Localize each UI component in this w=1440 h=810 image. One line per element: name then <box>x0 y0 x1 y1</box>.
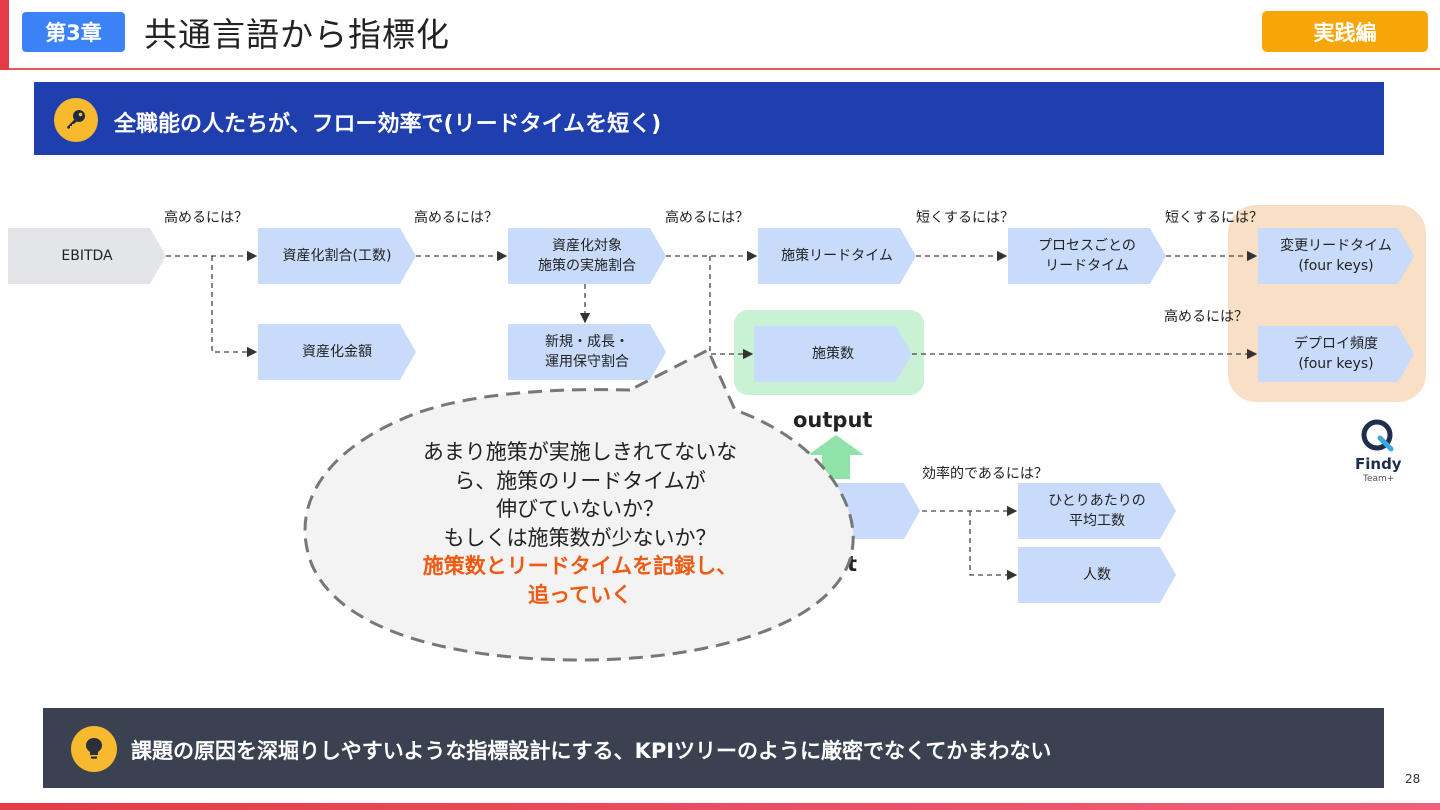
node-capitalized-amount: 資産化金額 <box>258 324 416 380</box>
bubble-line: ら、施策のリードタイムが <box>454 468 706 493</box>
question-label: 効率的であるには？ <box>922 466 1048 482</box>
output-label: output <box>793 408 873 432</box>
findy-logo-subtext: Team+ <box>1363 474 1395 484</box>
banner-text: 全職能の人たちが、フロー効率で(リードタイムを短く) <box>114 112 662 137</box>
bubble-line: もしくは施策数が少ないか？ <box>443 525 717 550</box>
node-new-growth-ops: 新規・成長・運用保守割合 <box>508 324 666 380</box>
bubble-emphasis: 施策数とリードタイムを記録し、 <box>422 554 738 578</box>
footer-bar <box>0 803 1440 810</box>
practice-badge: 実践編 <box>1262 11 1428 52</box>
bubble-line: 伸びていないか？ <box>496 497 664 521</box>
node-ebitda: EBITDA <box>8 228 166 284</box>
node-change-leadtime: 変更リードタイム(four keys) <box>1258 228 1414 284</box>
header-divider <box>9 68 1440 70</box>
bubble-emphasis: 追っていく <box>528 582 632 607</box>
accent-bar <box>0 0 9 70</box>
summary-text: 課題の原因を深堀りしやすいような指標設計にする、KPIツリーのように厳密でなくて… <box>131 739 1052 763</box>
bubble-text: あまり施策が実施しきれてないな ら、施策のリードタイムが 伸びていないか？ もし… <box>380 438 780 609</box>
question-label: 短くするには？ <box>1165 210 1263 226</box>
question-label: 高めるには？ <box>164 210 248 226</box>
question-label: 短くするには？ <box>916 210 1014 226</box>
chapter-badge: 第3章 <box>22 12 125 52</box>
summary-banner <box>43 708 1384 788</box>
question-label: 高めるには？ <box>665 210 749 226</box>
node-avg-effort-per-person: ひとりあたりの平均工数 <box>1018 483 1176 539</box>
node-initiative-count: 施策数 <box>754 326 912 382</box>
key-icon <box>54 98 98 142</box>
node-capitalizable-initiatives: 資産化対象施策の実施割合 <box>508 228 666 284</box>
question-label: 高めるには？ <box>414 210 498 226</box>
key-message-banner <box>34 82 1384 155</box>
node-process-leadtime: プロセスごとのリードタイム <box>1008 228 1166 284</box>
lightbulb-icon <box>71 726 117 772</box>
page-title: 共通言語から指標化 <box>144 15 450 54</box>
question-label: 高めるには？ <box>1164 309 1248 325</box>
findy-logo-icon <box>1361 419 1394 452</box>
node-deploy-frequency: デプロイ頻度(four keys) <box>1258 326 1414 382</box>
findy-logo-text: Findy <box>1355 455 1402 473</box>
node-headcount: 人数 <box>1018 547 1176 603</box>
node-initiative-leadtime: 施策リードタイム <box>758 228 916 284</box>
bubble-line: あまり施策が実施しきれてないな <box>422 440 738 464</box>
node-capitalization-ratio: 資産化割合(工数) <box>258 228 416 284</box>
page-number: 28 <box>1405 772 1421 786</box>
